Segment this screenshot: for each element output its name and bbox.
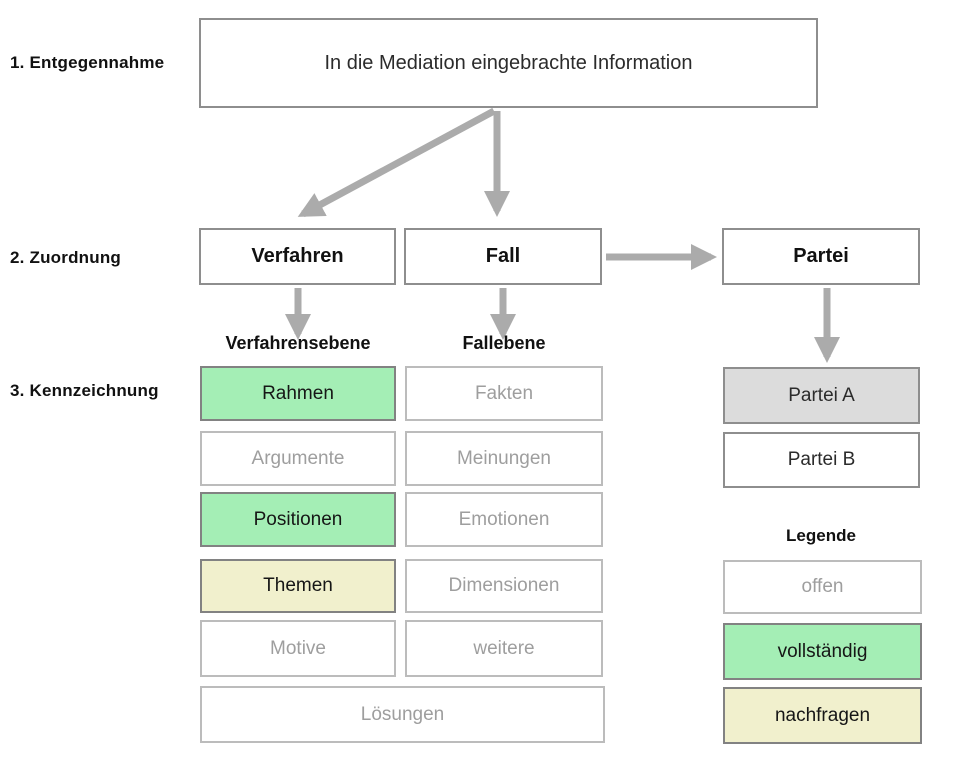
cell-dimensionen: Dimensionen — [405, 559, 603, 613]
cell-loesungen: Lösungen — [200, 686, 605, 743]
intake-information-box: In die Mediation eingebrachte Informatio… — [199, 18, 818, 108]
node-partei: Partei — [722, 228, 920, 285]
cell-positionen: Positionen — [200, 492, 396, 547]
step-label-zuordnung: 2. Zuordnung — [10, 248, 121, 267]
node-verfahren: Verfahren — [199, 228, 396, 285]
cell-argumente: Argumente — [200, 431, 396, 486]
step-label-entgegennahme: 1. Entgegennahme — [10, 53, 165, 72]
cell-fakten: Fakten — [405, 366, 603, 421]
cell-emotionen: Emotionen — [405, 492, 603, 547]
cell-partei-b: Partei B — [723, 432, 920, 488]
legend-vollstaendig: vollständig — [723, 623, 922, 680]
node-fall: Fall — [404, 228, 602, 285]
step-label-kennzeichnung: 3. Kennzeichnung — [10, 381, 159, 400]
cell-weitere: weitere — [405, 620, 603, 677]
cell-themen: Themen — [200, 559, 396, 613]
cell-meinungen: Meinungen — [405, 431, 603, 486]
arrow-intake-to-verfahren — [297, 107, 496, 218]
cell-partei-a: Partei A — [723, 367, 920, 424]
legend-nachfragen: nachfragen — [723, 687, 922, 744]
header-verfahrensebene: Verfahrensebene — [225, 333, 371, 353]
header-fallebene: Fallebene — [462, 333, 546, 353]
cell-motive: Motive — [200, 620, 396, 677]
cell-rahmen: Rahmen — [200, 366, 396, 421]
legend-title: Legende — [786, 526, 856, 545]
legend-offen: offen — [723, 560, 922, 614]
